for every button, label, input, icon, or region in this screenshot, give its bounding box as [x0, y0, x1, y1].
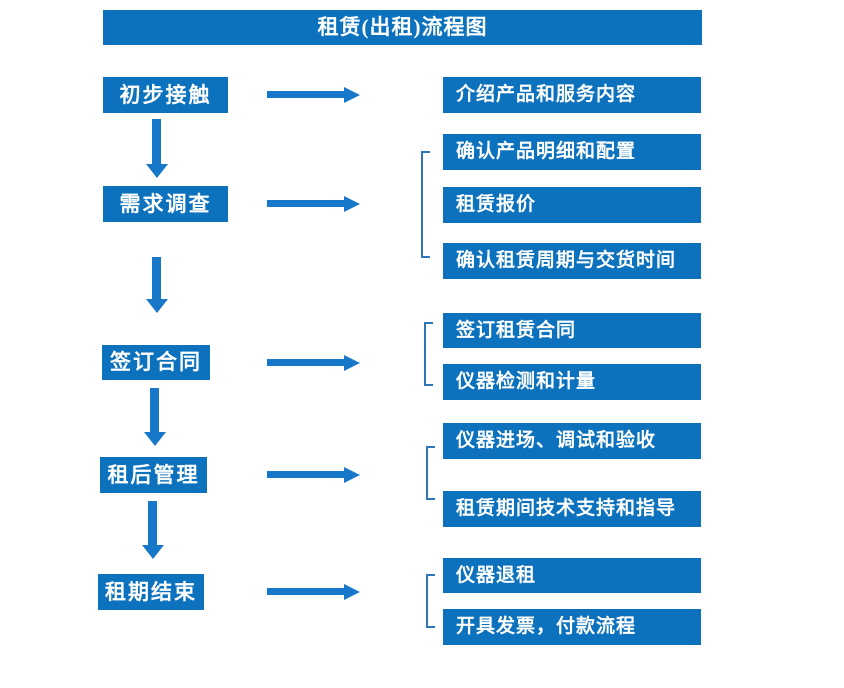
detail-confirm-product-details: 确认产品明细和配置	[443, 134, 701, 170]
flowchart-title: 租赁(出租)流程图	[317, 15, 488, 39]
step-rental-end: 租期结束	[98, 574, 204, 610]
flowchart-title-bar: 租赁(出租)流程图	[103, 10, 702, 45]
detail-invoice-payment: 开具发票，付款流程	[443, 609, 701, 645]
step-initial-contact: 初步接触	[103, 77, 228, 113]
bracket-post-rental-group	[426, 446, 435, 500]
arrow-right-icon	[267, 355, 360, 371]
detail-introduce-products: 介绍产品和服务内容	[443, 77, 701, 113]
detail-sign-rental-contract: 签订租赁合同	[443, 313, 701, 348]
arrow-down-icon	[146, 257, 168, 313]
detail-instrument-setup-acceptance: 仪器进场、调试和验收	[443, 423, 701, 459]
detail-instrument-return: 仪器退租	[443, 558, 701, 593]
bracket-sign-contract-group	[424, 322, 433, 386]
arrow-right-icon	[267, 584, 360, 600]
arrow-right-icon	[267, 87, 360, 103]
detail-technical-support: 租赁期间技术支持和指导	[443, 491, 701, 527]
arrow-down-icon	[144, 388, 166, 446]
detail-rental-quote: 租赁报价	[443, 187, 701, 223]
arrow-right-icon	[267, 467, 360, 483]
step-sign-contract: 签订合同	[102, 345, 210, 380]
arrow-right-icon	[267, 196, 360, 212]
detail-instrument-testing: 仪器检测和计量	[443, 364, 701, 400]
step-demand-survey: 需求调查	[103, 186, 228, 222]
bracket-demand-survey-group	[421, 151, 430, 258]
arrow-down-icon	[142, 501, 164, 559]
arrow-down-icon	[146, 119, 168, 178]
step-post-rental-management: 租后管理	[100, 457, 207, 493]
detail-confirm-rental-period: 确认租赁周期与交货时间	[443, 243, 701, 279]
bracket-rental-end-group	[426, 574, 435, 628]
